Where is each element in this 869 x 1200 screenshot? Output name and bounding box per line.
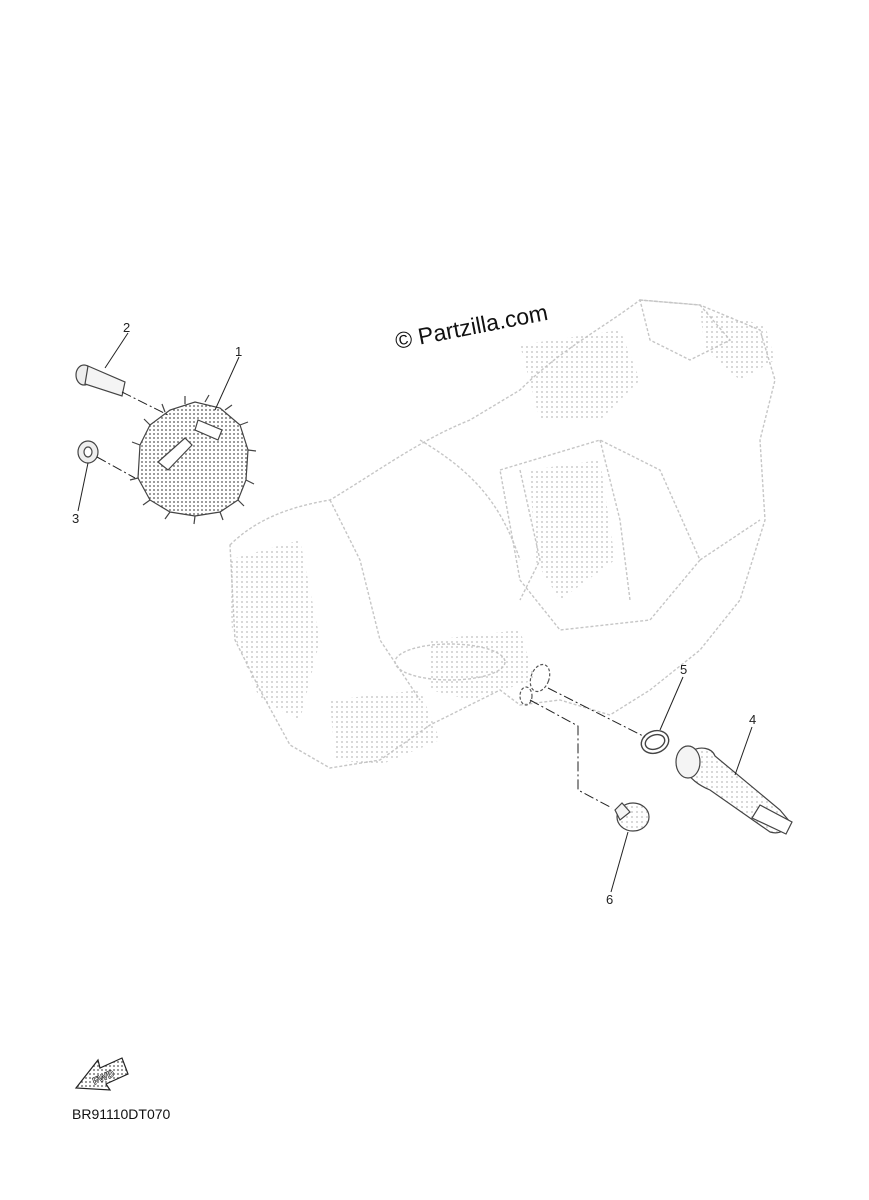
assembly-lines [96,391,646,809]
callout-3[interactable]: 3 [72,511,80,526]
callout-5[interactable]: 5 [680,662,688,677]
part-5-o-ring[interactable] [638,727,672,757]
part-3-nut[interactable] [77,440,99,464]
callout-1[interactable]: 1 [235,344,243,359]
engine-port-outline [519,663,551,706]
callout-6[interactable]: 6 [606,892,614,907]
part-6-plug[interactable] [614,802,650,832]
diagram-code: BR91110DT070 [72,1106,171,1122]
callout-2[interactable]: 2 [123,320,131,335]
part-4-shaft[interactable] [675,745,793,835]
callout-4[interactable]: 4 [749,712,757,727]
part-2-bolt[interactable] [75,364,126,397]
engine-ghost-outline [229,299,776,769]
engine-ghost-shading [228,310,775,765]
part-1-sprocket[interactable] [129,394,257,525]
leader-lines [77,332,753,893]
fwd-arrow-icon: FWD [74,1057,129,1091]
